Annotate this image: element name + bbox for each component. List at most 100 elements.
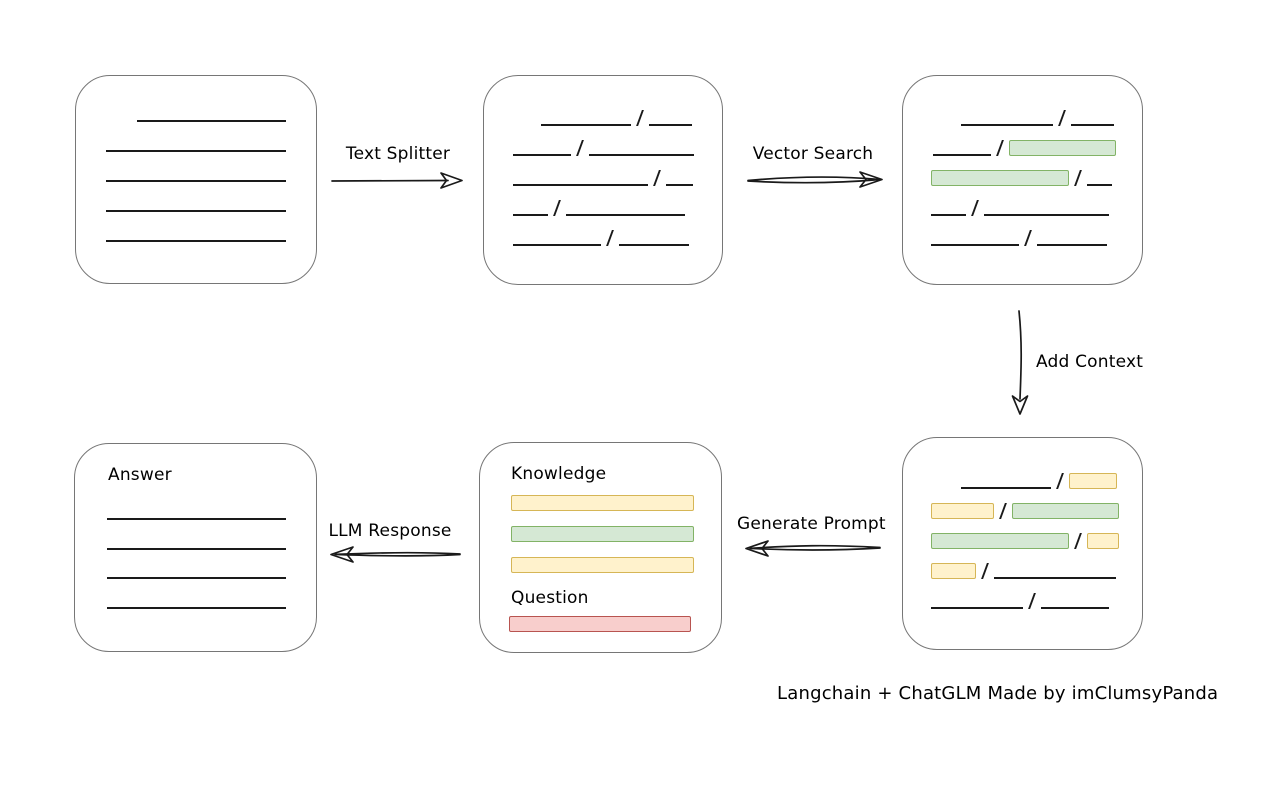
chunk-green xyxy=(931,170,1069,186)
text-splitter-arrow xyxy=(331,179,449,182)
chunk-row xyxy=(903,156,1142,186)
chunk-row xyxy=(903,549,1142,579)
vector-search-arrow xyxy=(747,176,881,184)
chunk-green xyxy=(1009,140,1116,156)
chunk-row xyxy=(76,92,316,122)
llm-response-arrowhead xyxy=(330,546,354,563)
text-line xyxy=(106,240,286,242)
text-line xyxy=(649,124,692,126)
chunk-yellow xyxy=(931,563,976,579)
chunk-row xyxy=(903,216,1142,246)
text-line xyxy=(1041,607,1109,609)
text-line xyxy=(107,607,286,609)
knowledge-chunk-green xyxy=(511,526,694,542)
answer-label: Answer xyxy=(108,465,172,485)
document-box xyxy=(75,75,317,284)
separator-slash xyxy=(1024,230,1032,246)
text-line xyxy=(107,577,286,579)
separator-slash xyxy=(1056,473,1064,489)
separator-slash xyxy=(1074,533,1082,549)
matched-chunks-box xyxy=(902,75,1143,285)
chunk-green xyxy=(1012,503,1119,519)
chunk-row xyxy=(903,459,1142,489)
text-line xyxy=(137,120,286,122)
separator-slash xyxy=(999,503,1007,519)
text-line xyxy=(107,518,286,520)
knowledge-chunk-yellow xyxy=(511,495,694,511)
separator-slash xyxy=(981,563,989,579)
text-line xyxy=(107,548,286,550)
question-label: Question xyxy=(511,588,589,608)
llm-response-arrow xyxy=(334,551,461,557)
text-line xyxy=(1071,124,1114,126)
text-splitter-label: Text Splitter xyxy=(345,144,451,164)
add-context-arrow xyxy=(1018,310,1023,400)
add-context-arrowhead xyxy=(1011,395,1029,415)
text-line xyxy=(666,184,693,186)
chunk-row xyxy=(484,156,722,186)
chunk-yellow xyxy=(1069,473,1117,489)
credit-text: Langchain + ChatGLM Made by imClumsyPand… xyxy=(777,683,1219,704)
chunk-row xyxy=(903,579,1142,609)
text-line xyxy=(513,184,648,186)
chunk-green xyxy=(931,533,1069,549)
knowledge-label: Knowledge xyxy=(511,464,607,484)
text-line xyxy=(931,214,966,216)
text-line xyxy=(961,487,1051,489)
vector-search-arrowhead xyxy=(859,171,883,188)
text-line xyxy=(619,244,689,246)
separator-slash xyxy=(636,110,644,126)
chunk-row xyxy=(76,182,316,212)
text-line xyxy=(513,244,601,246)
chunk-row xyxy=(903,519,1142,549)
separator-slash xyxy=(606,230,614,246)
chunk-row xyxy=(484,216,722,246)
split-text-box xyxy=(483,75,723,285)
generate-prompt-label: Generate Prompt xyxy=(737,514,886,534)
chunk-yellow xyxy=(931,503,994,519)
chunk-row xyxy=(903,186,1142,216)
text-line xyxy=(566,214,685,216)
chunk-row xyxy=(903,96,1142,126)
text-line xyxy=(994,577,1116,579)
text-line xyxy=(931,607,1023,609)
add-context-label: Add Context xyxy=(1036,352,1144,372)
separator-slash xyxy=(996,140,1004,156)
text-line xyxy=(984,214,1109,216)
text-line xyxy=(541,124,631,126)
generate-prompt-arrowhead xyxy=(745,540,769,557)
llm-response-label: LLM Response xyxy=(328,521,452,541)
chunk-row xyxy=(484,126,722,156)
separator-slash xyxy=(1028,593,1036,609)
separator-slash xyxy=(971,200,979,216)
text-line xyxy=(106,150,286,152)
prompt-box: Knowledge Question xyxy=(479,442,722,653)
context-chunks-box xyxy=(902,437,1143,650)
text-line xyxy=(1037,244,1107,246)
text-line xyxy=(961,124,1053,126)
chunk-row xyxy=(484,186,722,216)
text-line xyxy=(106,180,286,182)
chunk-row xyxy=(903,489,1142,519)
answer-box: Answer xyxy=(74,443,317,652)
knowledge-chunk-yellow xyxy=(511,557,694,573)
text-line xyxy=(513,154,571,156)
separator-slash xyxy=(1074,170,1082,186)
separator-slash xyxy=(1058,110,1066,126)
text-splitter-arrowhead xyxy=(440,172,463,189)
text-line xyxy=(589,154,694,156)
text-line xyxy=(1087,184,1112,186)
chunk-row xyxy=(484,96,722,126)
text-line xyxy=(513,214,548,216)
separator-slash xyxy=(553,200,561,216)
question-chunk-red xyxy=(509,616,691,632)
text-line xyxy=(931,244,1019,246)
text-line xyxy=(106,210,286,212)
chunk-row xyxy=(76,122,316,152)
separator-slash xyxy=(576,140,584,156)
chunk-row xyxy=(76,212,316,242)
vector-search-label: Vector Search xyxy=(752,144,874,164)
text-line xyxy=(933,154,991,156)
generate-prompt-arrow xyxy=(749,544,881,551)
